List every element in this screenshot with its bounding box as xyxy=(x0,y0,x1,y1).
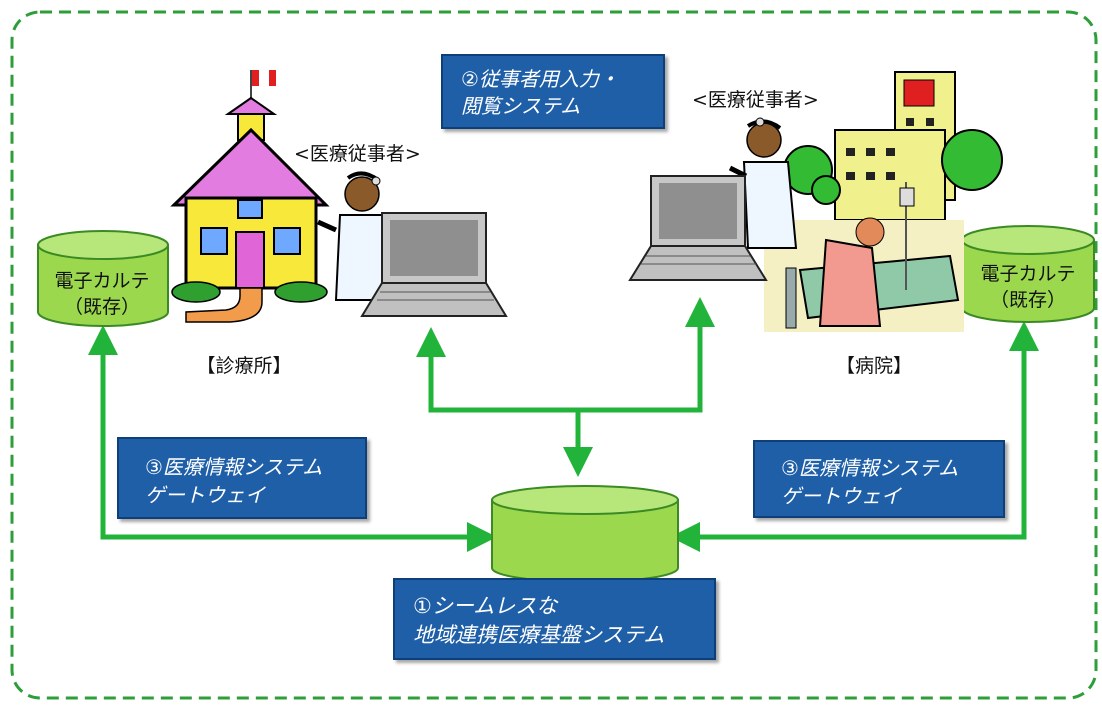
ehr-right-database-icon xyxy=(961,225,1095,323)
gateway-left-line1: ③医療情報システム xyxy=(145,455,323,479)
clinic-laptop-icon xyxy=(360,212,508,317)
base-system-box: ①シームレスな 地域連携医療基盤システム xyxy=(393,578,716,660)
hospital-staff-label: <医療従事者> xyxy=(692,89,819,111)
ehr-left-line1: 電子カルテ xyxy=(54,270,149,292)
hospital-laptop-icon xyxy=(628,175,768,281)
connector-lines xyxy=(88,297,1039,552)
clinic-house-icon xyxy=(170,70,330,323)
outer-dashed-frame xyxy=(10,10,1098,700)
gateway-left-line2: ゲートウェイ xyxy=(145,483,265,507)
base-system-line2: 地域連携医療基盤システム xyxy=(413,623,665,647)
input-system-line2: 閲覧システム xyxy=(461,94,581,118)
gateway-right-line2: ゲートウェイ xyxy=(781,484,901,508)
ehr-left-line2: （既存） xyxy=(64,296,140,318)
gateway-right-line1: ③医療情報システム xyxy=(781,456,959,480)
arrow-right-ehr-to-db xyxy=(670,321,1039,552)
input-system-line1: ②従事者用入力・ xyxy=(461,67,619,91)
clinic-doctor-icon xyxy=(316,171,392,301)
ehr-right-line1: 電子カルテ xyxy=(980,263,1075,285)
arrow-left-ehr-to-db xyxy=(88,325,497,552)
gateway-right-box: ③医療情報システム ゲートウェイ xyxy=(753,440,1005,518)
hospital-label: 【病院】 xyxy=(836,355,912,377)
input-system-box: ②従事者用入力・ 閲覧システム xyxy=(441,54,665,129)
clinic-staff-label: <医療従事者> xyxy=(294,143,421,165)
base-system-line1: ①シームレスな xyxy=(413,594,558,618)
clinic-label: 【診療所】 xyxy=(196,355,291,377)
arrow-laptops-bus xyxy=(428,306,703,413)
hospital-doctor-icon xyxy=(728,117,798,249)
gateway-left-box: ③医療情報システム ゲートウェイ xyxy=(117,437,367,519)
ehr-right-line2: （既存） xyxy=(990,289,1066,311)
ehr-left-database-icon xyxy=(37,230,169,327)
central-database-icon xyxy=(491,485,679,583)
hospital-bed-icon xyxy=(764,182,964,332)
hospital-building-icon xyxy=(783,71,1003,221)
